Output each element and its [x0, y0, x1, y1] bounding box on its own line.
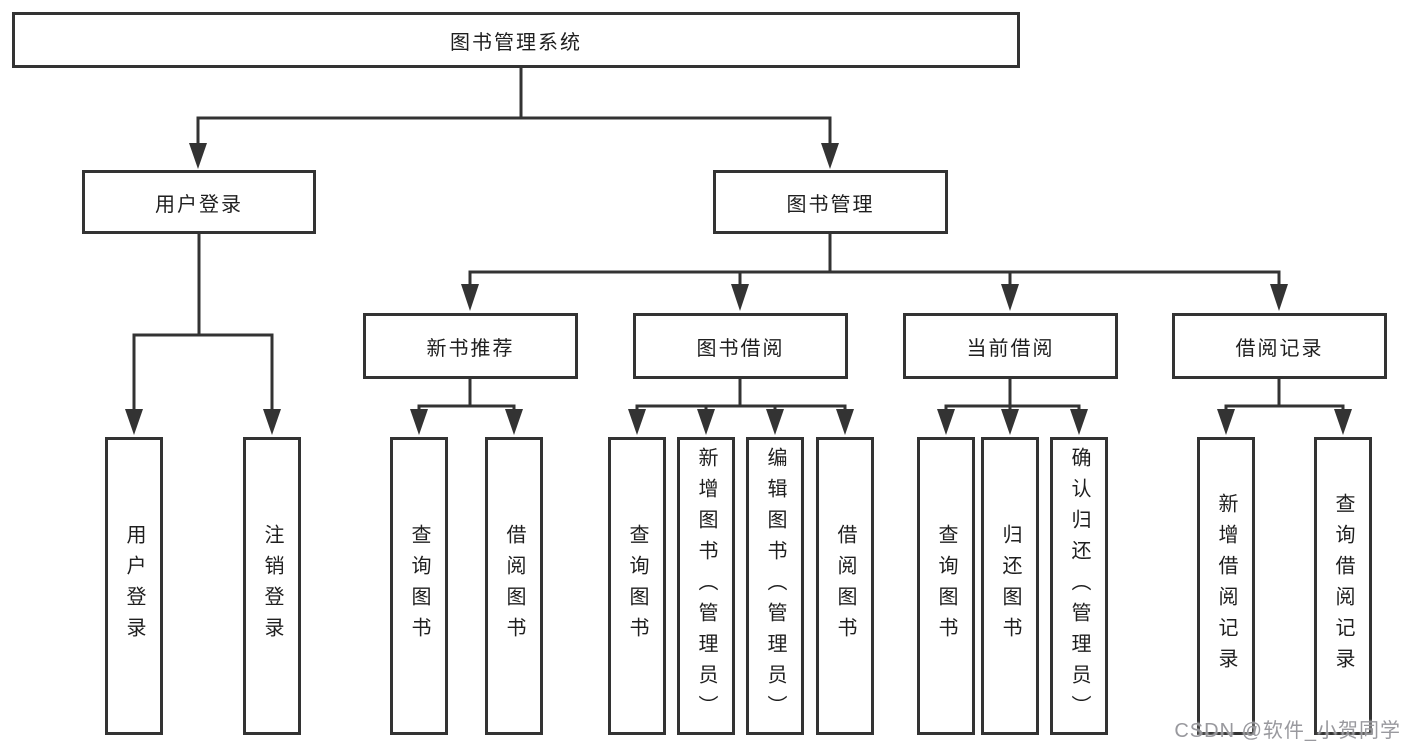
leaf-add-book-admin: 新增图书（管理员） [677, 437, 735, 735]
arrowhead [1217, 409, 1235, 435]
arrowhead [189, 143, 207, 169]
arrowhead [263, 409, 281, 435]
leaf-confirm-return-admin: 确认归还（管理员） [1050, 437, 1108, 735]
arrowhead [1270, 284, 1288, 311]
current-rail-line [944, 404, 1081, 413]
leaf-label: 查询图书 [626, 524, 648, 648]
leaf-label: 借阅图书 [834, 524, 856, 648]
leaf-label: 查询图书 [408, 524, 430, 648]
node-borrowing-records: 借阅记录 [1172, 313, 1387, 379]
leaf-label: 确认归还（管理员） [1068, 446, 1090, 726]
user-login-rail-line [132, 333, 274, 413]
node-user-login: 用户登录 [82, 170, 316, 234]
leaf-label: 新增借阅记录 [1215, 493, 1237, 679]
arrowhead [1070, 409, 1088, 435]
records-rail-line [1224, 404, 1345, 413]
leaf-user-login: 用户登录 [105, 437, 163, 735]
leaf-label: 新增图书（管理员） [695, 446, 717, 726]
node-book-borrowing: 图书借阅 [633, 313, 848, 379]
arrowhead [410, 409, 428, 435]
leaf-label: 用户登录 [123, 524, 145, 648]
csdn-watermark: CSDN @软件_小贺同学 [1174, 720, 1401, 742]
leaf-label: 查询借阅记录 [1332, 493, 1354, 679]
leaf-label: 借阅图书 [503, 524, 525, 648]
recommendation-rail-line [417, 404, 516, 413]
level1-rail-line [196, 116, 832, 146]
leaf-logout: 注销登录 [243, 437, 301, 735]
leaf-label: 编辑图书（管理员） [764, 446, 786, 726]
arrowhead [1001, 409, 1019, 435]
node-root-system: 图书管理系统 [12, 12, 1020, 68]
node-current-borrowing: 当前借阅 [903, 313, 1118, 379]
node-new-book-recommendation: 新书推荐 [363, 313, 578, 379]
leaf-label: 归还图书 [999, 524, 1021, 648]
leaf-add-borrow-record: 新增借阅记录 [1197, 437, 1255, 735]
arrowhead [821, 143, 839, 169]
arrowhead [125, 409, 143, 435]
leaf-borrow-books-recommend: 借阅图书 [485, 437, 543, 735]
node-book-management: 图书管理 [713, 170, 948, 234]
leaf-query-borrow-record: 查询借阅记录 [1314, 437, 1372, 735]
leaf-query-books-recommend: 查询图书 [390, 437, 448, 735]
leaf-edit-book-admin: 编辑图书（管理员） [746, 437, 804, 735]
arrowhead [697, 409, 715, 435]
leaf-query-books-borrowing: 查询图书 [608, 437, 666, 735]
leaf-return-books: 归还图书 [981, 437, 1039, 735]
leaf-label: 注销登录 [261, 524, 283, 648]
arrowhead [505, 409, 523, 435]
arrowhead [937, 409, 955, 435]
arrowhead [836, 409, 854, 435]
leaf-borrow-books: 借阅图书 [816, 437, 874, 735]
borrowing-rail-line [635, 404, 847, 413]
arrowhead [461, 284, 479, 311]
book-management-rail-line [468, 270, 1281, 287]
leaf-query-books-current: 查询图书 [917, 437, 975, 735]
arrowhead [731, 284, 749, 311]
arrowhead [766, 409, 784, 435]
arrowhead [1334, 409, 1352, 435]
leaf-label: 查询图书 [935, 524, 957, 648]
arrowhead [1001, 284, 1019, 311]
arrowhead [628, 409, 646, 435]
